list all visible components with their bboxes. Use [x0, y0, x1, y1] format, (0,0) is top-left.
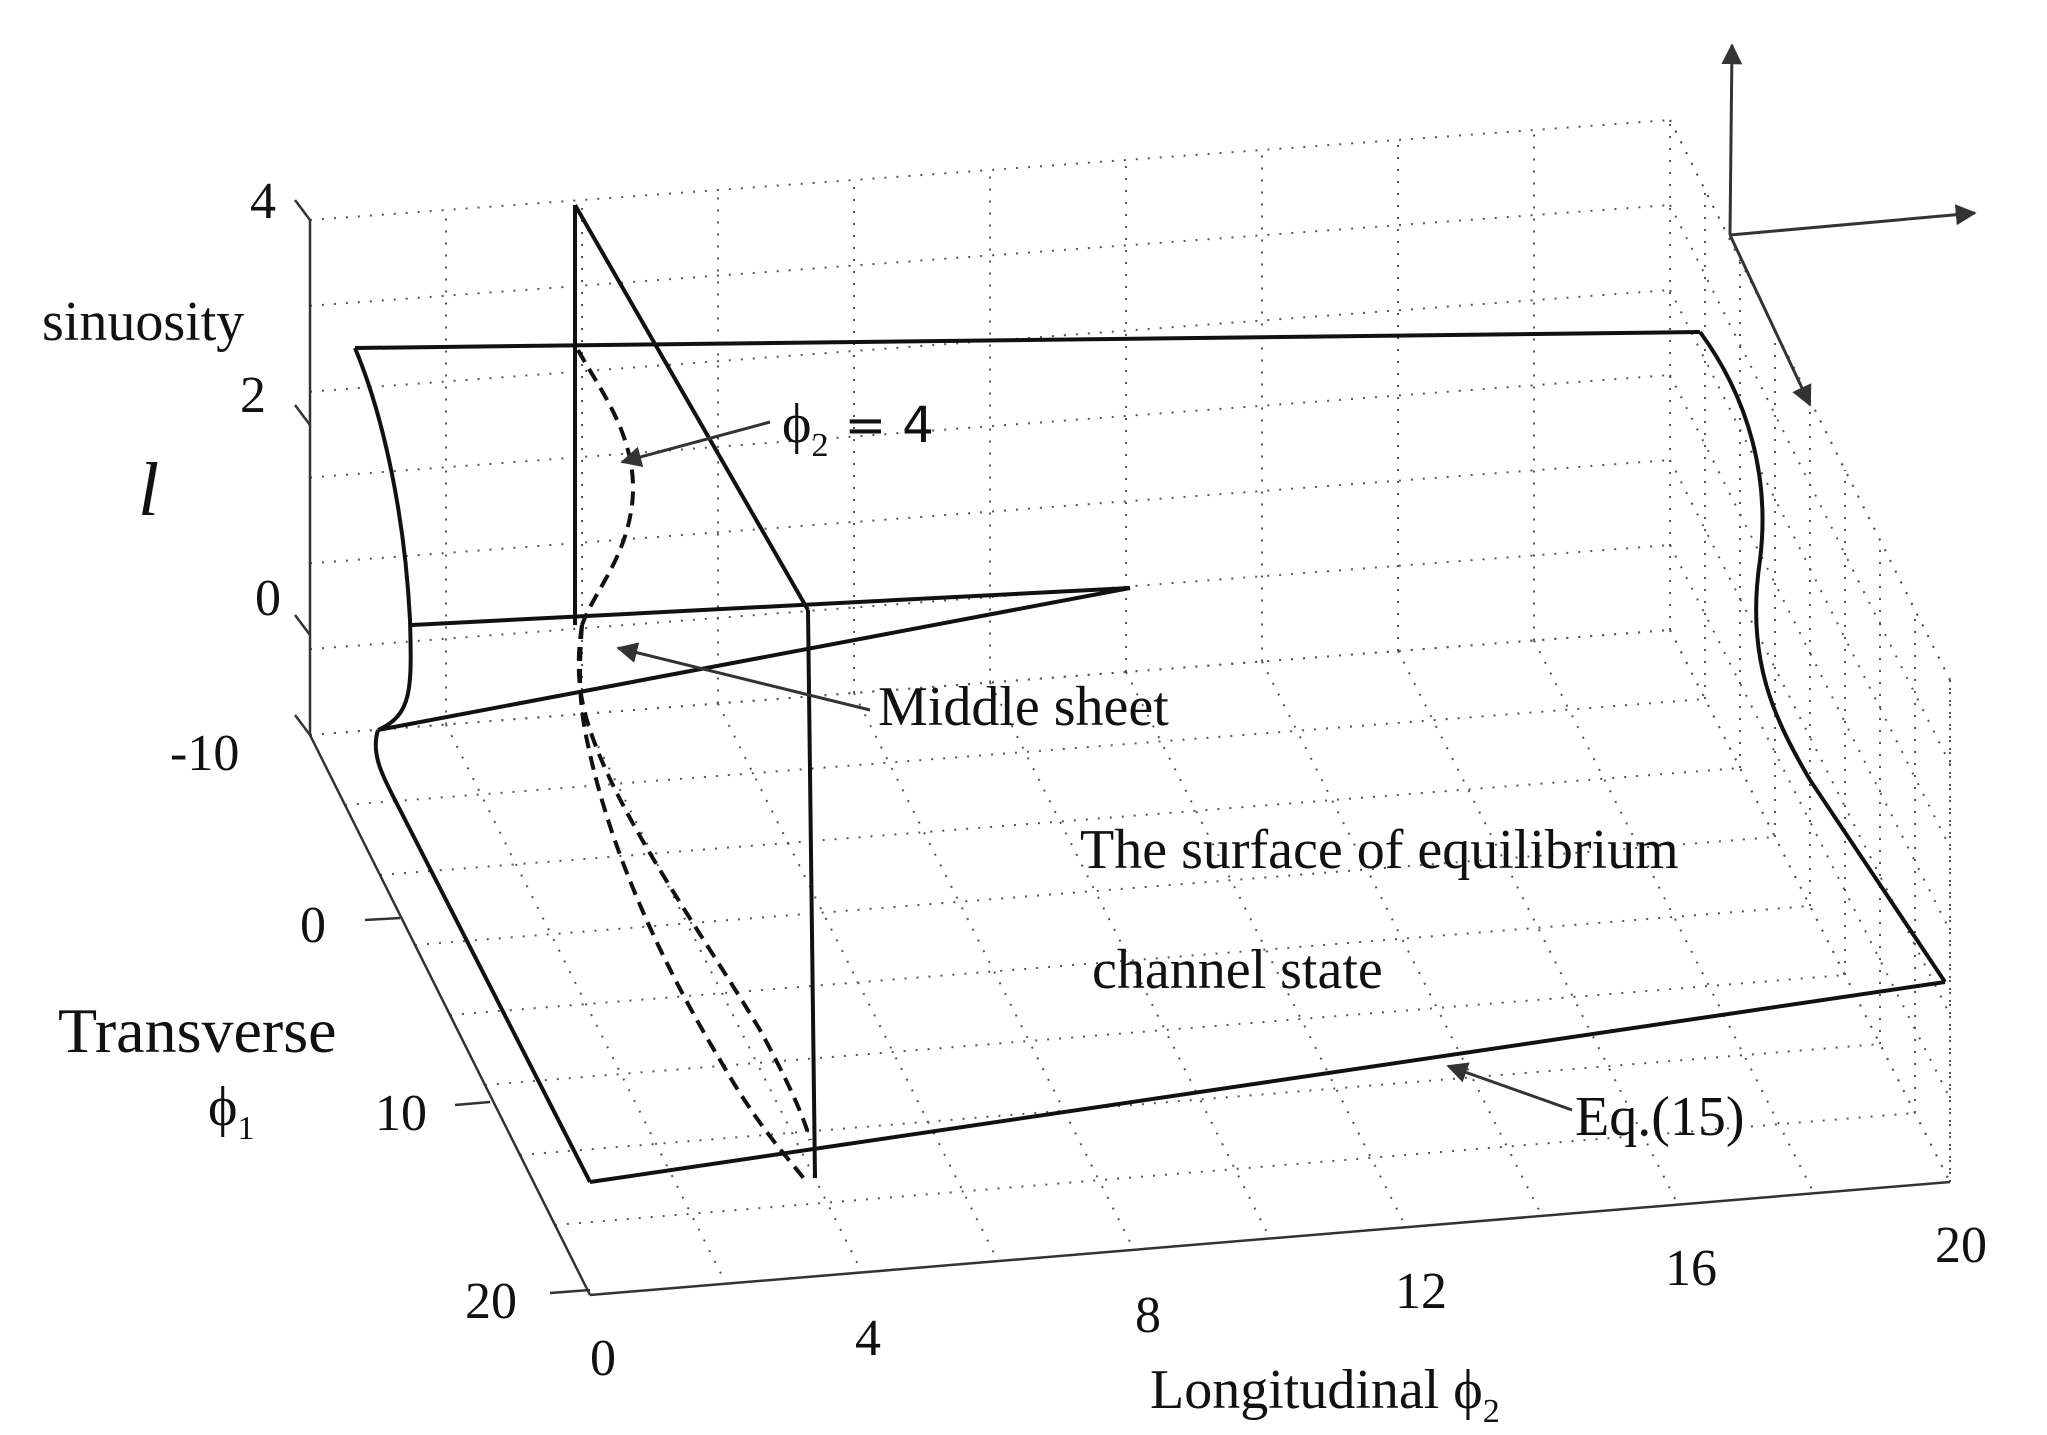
grid-back-horizontal-line [309, 459, 1671, 565]
z-axis-l-label: l [138, 448, 159, 532]
middle-sheet-front-edge [377, 586, 1131, 732]
axes-frame [294, 199, 1951, 1297]
grid-floor-depth-line [1533, 640, 1815, 1194]
x-tick-label-20: 20 [1935, 1217, 1987, 1274]
orientation-axes [1721, 43, 1977, 407]
grid-back-horizontal-line [309, 119, 1671, 221]
z-axis-sinuosity-label: sinuosity [42, 291, 244, 353]
middle-sheet-annotation-arrow [616, 642, 871, 712]
z-tick-2 [294, 404, 311, 426]
middle-sheet [377, 586, 1131, 732]
x-axis-line [589, 1180, 1951, 1297]
phi2-symbol: ϕ [782, 393, 811, 455]
x-tick-label-0: 0 [590, 1330, 616, 1387]
z-tick-3 [294, 614, 311, 636]
x-axis-phi-symbol: ϕ [1453, 1359, 1482, 1421]
x-tick-label-4: 4 [855, 1310, 881, 1367]
y-axis-transverse-label: Transverse [58, 995, 337, 1066]
phi2-4-plane [573, 204, 817, 1182]
surface-top-edge [354, 330, 1701, 350]
plane-right-vertical [806, 609, 817, 1179]
plane-diagonal [573, 204, 810, 611]
grid-back-horizontal-line [309, 374, 1671, 479]
grid-floor-depth-line [445, 724, 727, 1285]
surface-bottom-edge [589, 980, 1946, 1184]
phi2-subscript: 2 [811, 427, 828, 464]
z-tick-4 [294, 714, 311, 736]
eq15-annotation-arrow [1446, 1062, 1573, 1112]
phi2-4-curve-lower-a [576, 624, 812, 1141]
phi2-4-curve-lower-b [578, 624, 807, 1182]
middle-sheet-top-edge [411, 586, 1131, 627]
x-axis-phi-subscript: 2 [1483, 1393, 1500, 1430]
y-axis-phi-symbol: ϕ [208, 1076, 237, 1138]
orientation-up-arrow [1721, 43, 1743, 236]
y-tick-label-0: 0 [300, 897, 326, 954]
y-axis-line [308, 734, 592, 1296]
y-tick-10 [454, 1100, 491, 1107]
orientation-down-arrow [1728, 234, 1812, 407]
y-tick-0 [364, 916, 401, 922]
grid-floor-depth-line [1261, 661, 1543, 1217]
y-tick-20 [549, 1288, 591, 1295]
z-tick-label-neg10: -10 [170, 725, 239, 782]
x-axis-label-text: Longitudinal [1150, 1359, 1453, 1421]
annotation-arrows [616, 420, 1573, 1112]
grid-floor-depth-line [1397, 650, 1679, 1206]
eq15-annotation: Eq.(15) [1575, 1086, 1745, 1148]
x-tick-label-16: 16 [1665, 1240, 1717, 1297]
x-axis-label: Longitudinal ϕ2 [1150, 1359, 1500, 1430]
surface-left-back-curve [353, 347, 413, 732]
phi2-equals-value: = 4 [828, 396, 934, 454]
grid-right-wall-top-edge [1669, 119, 1951, 681]
phi2-4-curve-upper [576, 349, 636, 626]
grid-back-horizontal-line [309, 204, 1671, 307]
z-tick-1 [294, 199, 311, 221]
y-axis-phi-subscript: 1 [237, 1110, 254, 1147]
surface-right-back-curve [1698, 330, 1947, 984]
grid-right-wall-line [1669, 544, 1951, 1099]
z-tick-label-0: 0 [255, 570, 281, 627]
equilibrium-surface [353, 330, 1947, 1184]
phi2-equals-4-annotation: ϕ2 = 4 [782, 393, 934, 464]
grid-floor-depth-line [581, 713, 863, 1273]
y-axis-phi1-label: ϕ1 [208, 1076, 254, 1147]
surface-left-front-edge [373, 729, 592, 1183]
x-tick-label-12: 12 [1395, 1263, 1447, 1320]
surface-annotation-line1: The surface of equilibrium [1080, 819, 1679, 881]
middle-sheet-annotation: Middle sheet [878, 676, 1169, 738]
phi2-annotation-arrow [620, 420, 771, 468]
orientation-right-arrow [1729, 204, 1977, 237]
surface-annotation-line2: channel state [1092, 939, 1383, 1001]
y-tick-label-20: 20 [465, 1273, 517, 1330]
y-tick-label-10: 10 [375, 1085, 427, 1142]
z-tick-label-4: 4 [250, 173, 276, 230]
x-tick-label-8: 8 [1135, 1287, 1161, 1344]
z-tick-label-2: 2 [240, 367, 266, 424]
